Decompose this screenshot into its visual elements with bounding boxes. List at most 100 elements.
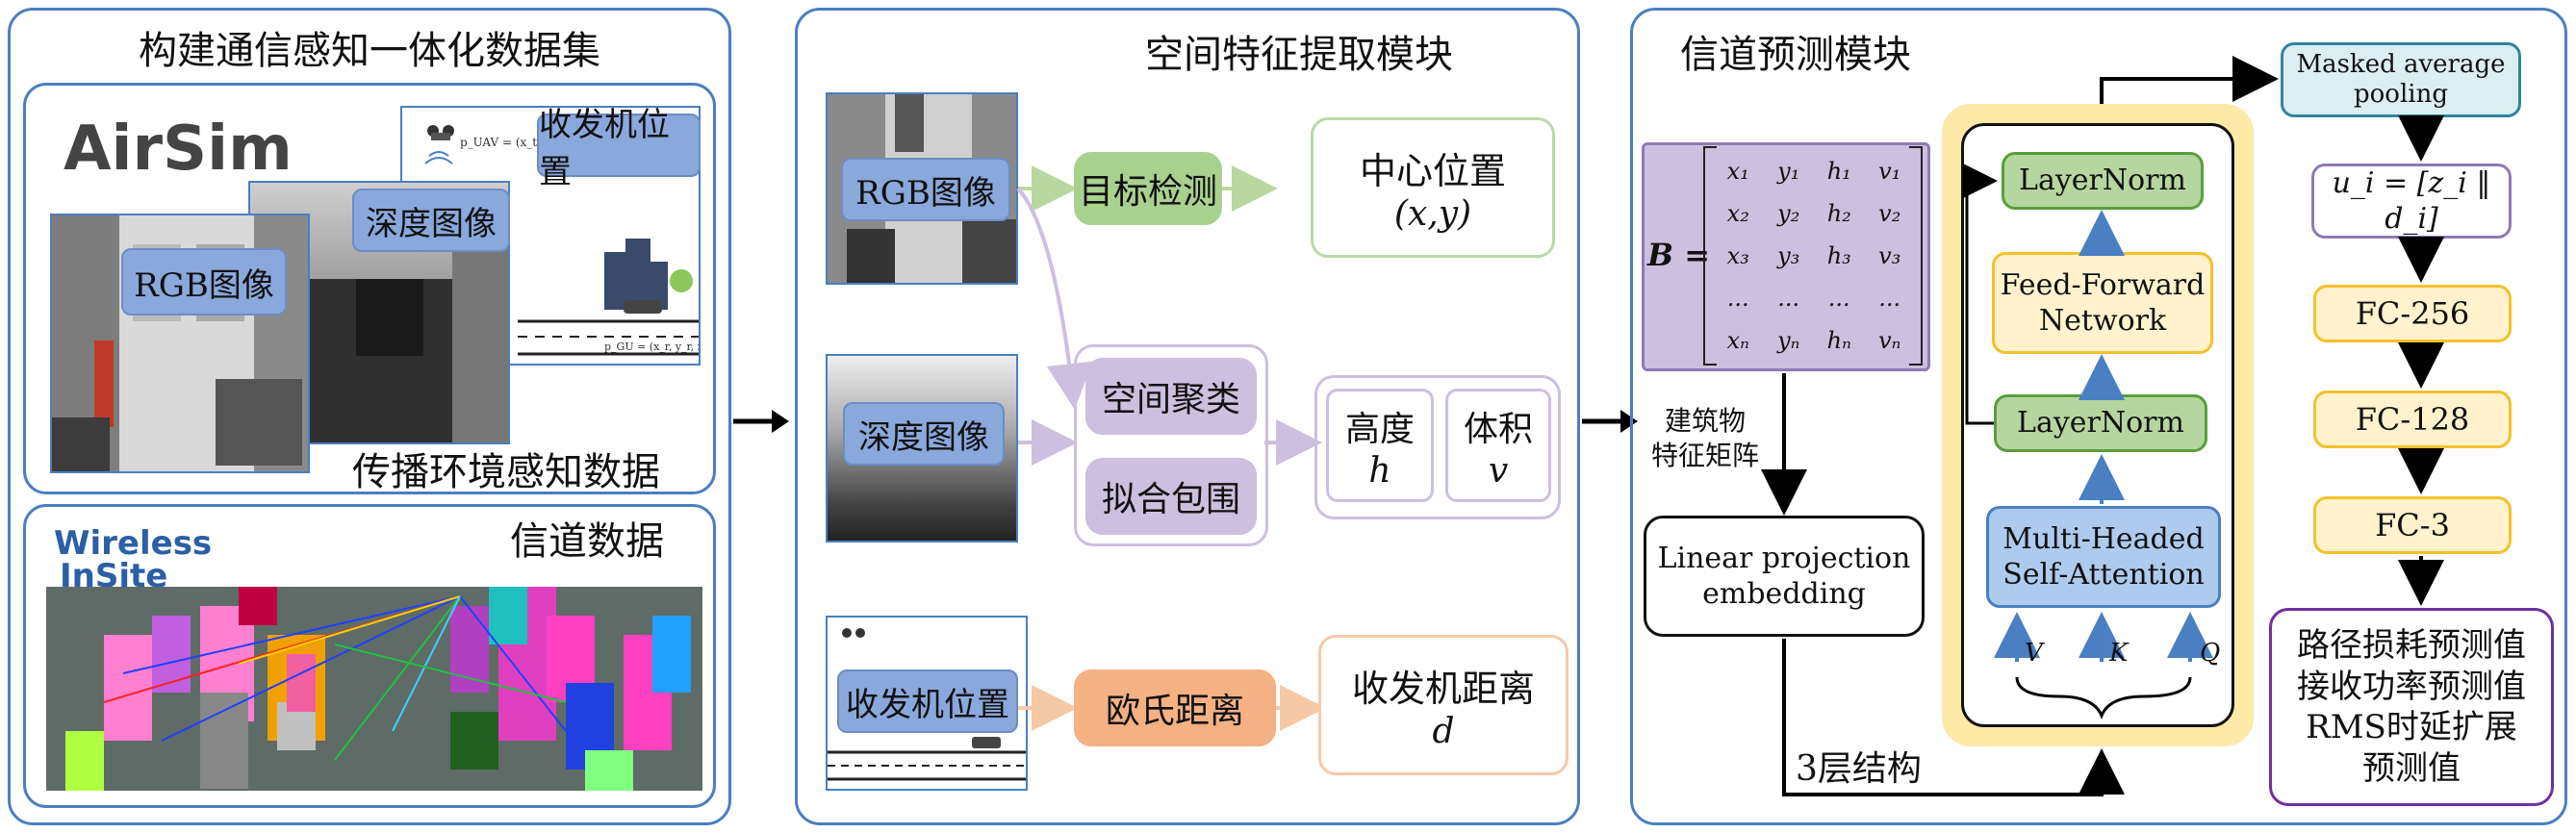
matrix-cell: ...: [1827, 285, 1850, 312]
airsim-logo: AirSim: [64, 114, 293, 185]
mhsa-text-2: Self-Attention: [2002, 558, 2205, 592]
matrix-cell: y₃: [1777, 242, 1800, 269]
arrow-dataset-to-extraction: [733, 410, 789, 433]
wireless-logo-text: Wireless: [54, 524, 213, 563]
value-label: V: [2025, 639, 2043, 668]
depth-thumb-label: 深度图像: [843, 402, 1005, 466]
height-node: 高度 h: [1326, 389, 1434, 502]
volume-text: 体积: [1463, 409, 1533, 449]
matrix-cell: yₙ: [1777, 327, 1800, 354]
matrix-cell: h₁: [1826, 158, 1851, 185]
p-gu-text: p_GU = (x_r, y_r, z_r): [604, 341, 701, 353]
building-matrix-caption-2: 特征矩阵: [1651, 440, 1760, 472]
height-text: 高度: [1344, 409, 1415, 449]
volume-node: 体积 v: [1445, 389, 1551, 502]
ray-tracing-svg: [65, 587, 691, 791]
fc256-node: FC-256: [2313, 285, 2512, 342]
matrix-cell: v₂: [1878, 200, 1901, 227]
mhsa-text-1: Multi-Headed: [2002, 521, 2205, 556]
fc128-node: FC-128: [2313, 391, 2512, 448]
mhsa-node: Multi-Headed Self-Attention: [1986, 506, 2221, 608]
center-position-text: 中心位置: [1359, 150, 1506, 192]
linear-projection-text-2: embedding: [1702, 577, 1866, 611]
matrix-cell: ...: [1777, 285, 1800, 312]
prediction-title: 信道预测模块: [1680, 33, 1911, 77]
volume-symbol: v: [1488, 450, 1509, 491]
matrix-lhs: B =: [1647, 237, 1710, 273]
output-rms-delay: RMS时延扩展: [2306, 708, 2517, 746]
dataset-panel-title: 构建通信感知一体化数据集: [139, 29, 600, 73]
fit-bbox-node: 拟合包围: [1085, 458, 1257, 535]
tr-distance-node: 收发机距离 d: [1318, 635, 1569, 775]
prediction-panel: [1630, 8, 2567, 825]
building-matrix-caption-1: 建筑物: [1665, 405, 1747, 437]
building-feature-matrix: [1642, 142, 1930, 371]
outputs-node: 路径损耗预测值 接收功率预测值 RMS时延扩展 预测值: [2269, 608, 2554, 806]
tr-distance-text: 收发机距离: [1351, 668, 1535, 710]
key-label: K: [2109, 639, 2129, 668]
env-perception-subpanel: [23, 83, 716, 494]
matrix-cell: vₙ: [1878, 327, 1901, 354]
dataset-panel: [8, 8, 731, 825]
ffn-text-1: Feed-Forward: [2000, 267, 2206, 302]
height-symbol: h: [1368, 450, 1391, 491]
matrix-bracket-right: [1909, 146, 1923, 366]
matrix-cell: v₃: [1878, 242, 1901, 269]
center-position-symbol: (x,y): [1393, 194, 1472, 234]
matrix-cell: y₁: [1777, 158, 1800, 185]
building-matrix-caption: 建筑物 特征矩阵: [1651, 404, 1759, 474]
height-volume-group: [1314, 375, 1561, 519]
linear-projection-node: Linear projection embedding: [1644, 516, 1925, 637]
prediction-arrows: [1761, 56, 2444, 796]
matrix-bracket-left: [1703, 146, 1717, 366]
feed-forward-node: Feed-Forward Network: [1992, 252, 2213, 354]
matrix-body: x₁ y₁ h₁ v₁ x₂ y₂ h₂ v₂ x₃ y₃ h₃ v₃ ... …: [1713, 150, 1915, 362]
channel-data-subpanel: [23, 504, 716, 808]
city-icon: [604, 239, 693, 310]
linear-projection-text-1: Linear projection: [1657, 541, 1911, 575]
matrix-cell: x₁: [1726, 158, 1749, 185]
layernorm-top: LayerNorm: [2002, 152, 2204, 210]
matrix-cell: ...: [1878, 285, 1901, 312]
object-detection-node: 目标检测: [1074, 152, 1222, 225]
matrix-cell: v₁: [1878, 158, 1901, 185]
matrix-cell: h₃: [1826, 242, 1851, 269]
matrix-cell: h₂: [1826, 200, 1851, 227]
spatial-clustering-node: 空间聚类: [1085, 358, 1257, 435]
euclidean-distance-node: 欧氏距离: [1074, 669, 1276, 746]
matrix-cell: ...: [1726, 285, 1749, 312]
center-position-node: 中心位置 (x,y): [1311, 117, 1555, 258]
matrix-cell: hₙ: [1826, 327, 1851, 354]
ffn-text-2: Network: [2038, 304, 2167, 338]
output-rms-delay-cont: 预测值: [2362, 748, 2461, 788]
matrix-cell: y₂: [1777, 200, 1800, 227]
channel-data-title: 信道数据: [510, 519, 664, 564]
pool-text-2: pooling: [2354, 80, 2448, 109]
wireless-insite-logo: Wireless InSite: [54, 527, 212, 593]
query-label: Q: [2200, 639, 2221, 668]
transceiver-position-label: 收发机位置: [537, 106, 701, 191]
concat-node: u_i = [z_i ‖ d_i]: [2311, 164, 2512, 239]
uav-icon: [427, 125, 454, 140]
matrix-cell: xₙ: [1726, 327, 1749, 354]
extraction-arrows: [1016, 165, 1326, 731]
arrow-extraction-to-prediction: [1582, 410, 1638, 433]
feature-extraction-title: 空间特征提取模块: [1145, 33, 1453, 77]
ray-tracing-scene: [46, 587, 702, 791]
fc3-node: FC-3: [2313, 496, 2512, 554]
pool-text-1: Masked average: [2296, 49, 2506, 79]
cluster-group: [1074, 344, 1268, 546]
layers-label: 3层结构: [1796, 749, 1922, 789]
rgb-thumb-label: RGB图像: [841, 158, 1010, 221]
tr-distance-symbol: d: [1432, 712, 1455, 751]
env-perception-caption: 传播环境感知数据: [352, 450, 660, 494]
depth-image-label: 深度图像: [352, 189, 510, 252]
output-received-power: 接收功率预测值: [2297, 667, 2526, 706]
transceiver-thumb-label: 收发机位置: [837, 669, 1018, 733]
car-icon: [624, 300, 662, 314]
matrix-cell: x₃: [1726, 242, 1749, 269]
output-path-loss: 路径损耗预测值: [2297, 626, 2526, 665]
rgb-image-label: RGB图像: [121, 248, 287, 316]
matrix-cell: x₂: [1726, 200, 1749, 227]
feature-extraction-panel: [795, 8, 1580, 825]
